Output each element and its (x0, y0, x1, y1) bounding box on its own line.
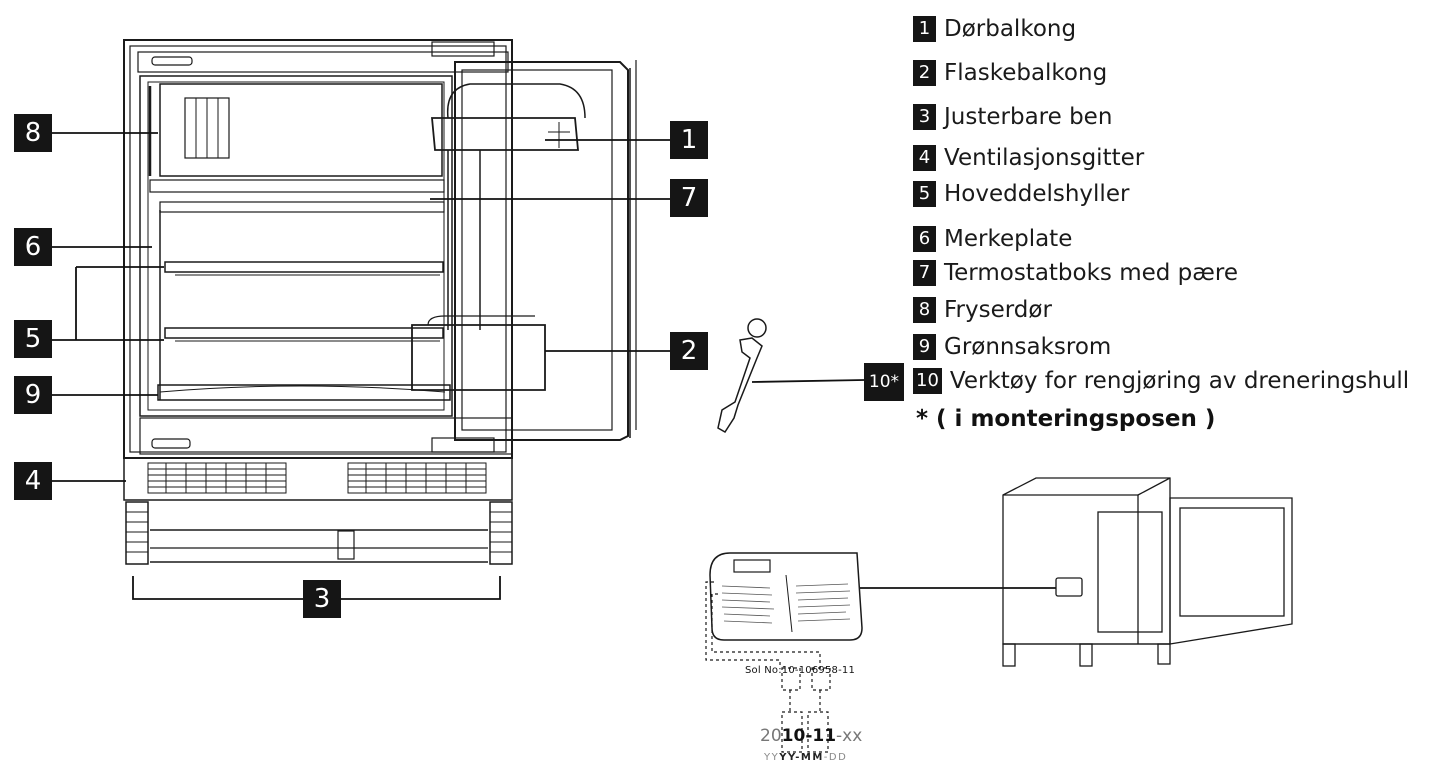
serial-month: 11 (841, 665, 856, 676)
legend-item-7: 7 Termostatboks med pære (913, 258, 1238, 288)
callout-4: 4 (14, 462, 52, 500)
callout-5: 5 (14, 320, 52, 358)
fridge-door (454, 61, 629, 441)
legend-number: 7 (913, 260, 936, 286)
serial-prefix: Sol No: (745, 665, 782, 676)
callout-6: 6 (14, 228, 52, 266)
legend-label: Termostatboks med pære (944, 260, 1238, 286)
date-day: -xx (836, 726, 863, 746)
legend-label: Dørbalkong (944, 16, 1077, 42)
legend-item-4: 4 Ventilasjonsgitter (913, 143, 1144, 173)
date-century: 20 (760, 726, 782, 746)
callout-9: 9 (14, 376, 52, 414)
legend-item-6: 6 Merkeplate (913, 224, 1072, 254)
format-century: YY (764, 752, 780, 763)
bottle-balcony (411, 324, 546, 391)
callout-2: 2 (670, 332, 708, 370)
door-balcony (431, 117, 579, 151)
mounting-bag-note: * ( i monteringsposen ) (916, 406, 1216, 432)
legend-number: 10 (913, 368, 942, 394)
legend-label: Hoveddelshyller (944, 181, 1130, 207)
format-day: -DD (823, 752, 848, 763)
legend-number: 5 (913, 181, 936, 207)
legend-label: Verktøy for rengjøring av dreneringshull (949, 368, 1410, 394)
legend-item-8: 8 Fryserdør (913, 295, 1052, 325)
legend-number: 6 (913, 226, 936, 252)
legend-number: 3 (913, 104, 936, 130)
legend-label: Justerbare ben (944, 104, 1113, 130)
serial-number: Sol No:10-106958-11 (745, 665, 855, 676)
legend-item-10: 10 Verktøy for rengjøring av dreneringsh… (913, 366, 1409, 396)
format-year: YY (779, 752, 796, 763)
serial-middle: -106958- (794, 665, 842, 676)
legend-number: 2 (913, 60, 936, 86)
legend-number: 4 (913, 145, 936, 171)
legend-label: Fryserdør (944, 297, 1052, 323)
adjustable-leg-right (489, 501, 513, 565)
date-year: 10 (781, 726, 806, 746)
rating-plate-location (1055, 577, 1083, 597)
freezer-door (159, 83, 443, 177)
legend-number: 8 (913, 297, 936, 323)
legend-label: Merkeplate (944, 226, 1073, 252)
adjustable-leg-left (125, 501, 149, 565)
legend-label: Grønnsaksrom (944, 334, 1112, 360)
legend-item-5: 5 Hoveddelshyller (913, 179, 1129, 209)
fridge-perspective-view (1002, 477, 1293, 667)
ventilation-grille (123, 457, 513, 501)
rating-plate (705, 552, 863, 753)
format-month: MM (800, 752, 824, 763)
callout-3: 3 (303, 580, 341, 618)
date-sep: - (805, 726, 813, 746)
callout-10: 10* (864, 363, 904, 401)
date-month: 11 (812, 726, 837, 746)
legend-label: Ventilasjonsgitter (944, 145, 1145, 171)
serial-year: 10 (781, 665, 795, 676)
legend-item-1: 1 Dørbalkong (913, 14, 1076, 44)
production-date: 2010-11-xx (760, 726, 862, 746)
legend-number: 1 (913, 16, 936, 42)
cleaning-tool (717, 318, 767, 434)
leader-lines (52, 132, 1056, 600)
callout-1: 1 (670, 121, 708, 159)
main-shelf-upper (164, 261, 444, 273)
legend-label: Flaskebalkong (944, 60, 1108, 86)
callout-7: 7 (670, 179, 708, 217)
fridge-front-view (123, 39, 637, 565)
legend-item-2: 2 Flaskebalkong (913, 58, 1107, 88)
format-sep: - (795, 752, 801, 763)
crisper-drawer (157, 384, 451, 401)
callout-8: 8 (14, 114, 52, 152)
date-format: YYYY-MM-DD (764, 752, 847, 763)
legend-item-9: 9 Grønnsaksrom (913, 332, 1111, 362)
legend-number: 9 (913, 334, 936, 360)
main-shelf-lower (164, 327, 444, 339)
legend-item-3: 3 Justerbare ben (913, 102, 1112, 132)
